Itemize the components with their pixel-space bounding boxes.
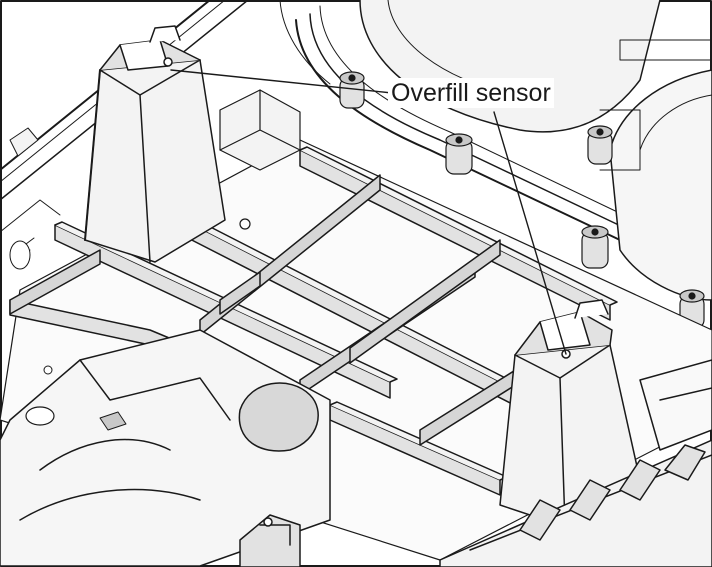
rib	[9, 249, 101, 315]
leader-line	[170, 69, 393, 94]
screw-boss	[587, 125, 613, 165]
drain-basin	[0, 329, 331, 567]
comb-bracket	[439, 359, 712, 567]
screw-boss	[445, 133, 473, 175]
screw-boss	[581, 225, 609, 269]
callout-leaders	[170, 69, 567, 355]
rib	[219, 271, 261, 315]
pocket	[219, 89, 301, 230]
rib	[349, 239, 501, 364]
screw-boss	[339, 71, 365, 109]
divider-ribs	[9, 146, 618, 496]
bottom-clip	[239, 514, 301, 567]
leader-line	[493, 111, 567, 355]
overfill-sensor-label: Overfill sensor	[388, 78, 554, 108]
sensor-tower-left	[84, 25, 226, 263]
sensor-tower-right	[499, 299, 641, 526]
screw-bosses	[339, 71, 705, 329]
